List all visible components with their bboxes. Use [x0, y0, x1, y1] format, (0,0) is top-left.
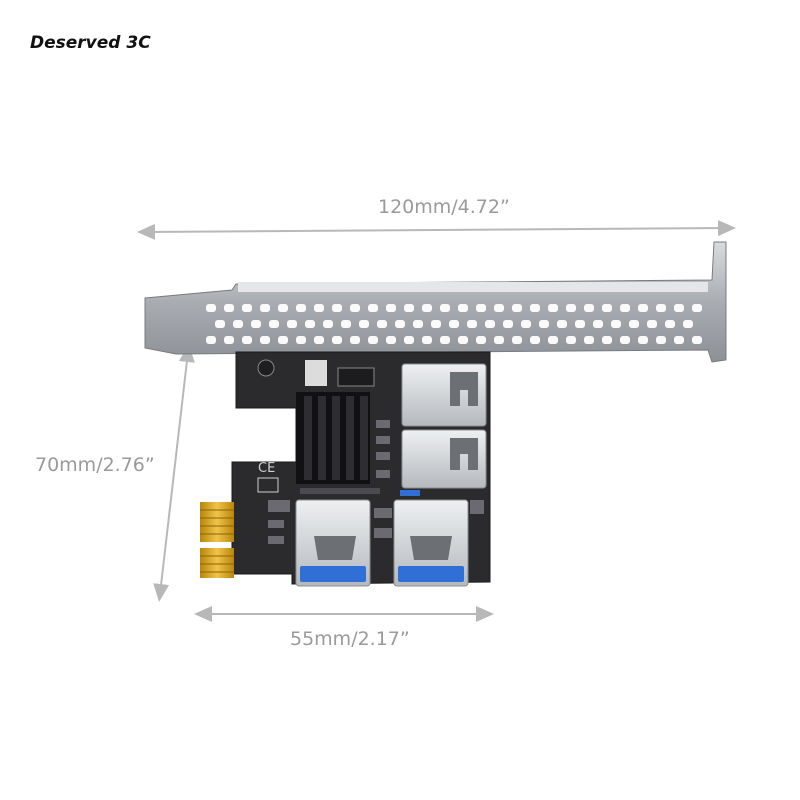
bracket-vent-hole	[422, 336, 432, 344]
bracket-vent-hole	[386, 304, 396, 312]
bracket-vent-hole	[593, 320, 603, 328]
bracket-vent-hole	[206, 304, 216, 312]
bracket-vent-hole	[575, 320, 585, 328]
usb-port-bottom-2	[393, 499, 469, 587]
bracket-vent-hole	[296, 336, 306, 344]
bracket-vent-hole	[584, 336, 594, 344]
brand-watermark: Deserved 3C	[30, 33, 151, 53]
bracket-vent-hole	[368, 304, 378, 312]
bracket-vent-hole	[584, 304, 594, 312]
bracket-vent-hole	[692, 304, 702, 312]
bracket-vent-hole	[458, 304, 468, 312]
width-dimension-label: 120mm/4.72”	[378, 196, 510, 218]
bracket-vent-hole	[674, 336, 684, 344]
bracket-vent-hole	[602, 336, 612, 344]
bracket-vent-hole	[314, 336, 324, 344]
bracket-vent-hole	[440, 336, 450, 344]
height-dimension-line	[153, 344, 195, 602]
bracket-vent-hole	[656, 336, 666, 344]
bracket-vent-hole	[476, 304, 486, 312]
bracket-vent-hole	[242, 304, 252, 312]
bracket-vent-hole	[305, 320, 315, 328]
bracket-vent-hole	[422, 304, 432, 312]
bracket-vent-hole	[449, 320, 459, 328]
usb-port-top-2	[400, 429, 487, 496]
bracket-vent-hole	[314, 304, 324, 312]
bracket-vent-hole	[566, 336, 576, 344]
bracket-vent-hole	[611, 320, 621, 328]
bracket-vent-hole	[521, 320, 531, 328]
bracket-vent-hole	[296, 304, 306, 312]
bracket-vent-hole	[278, 304, 288, 312]
bracket-vent-hole	[341, 320, 351, 328]
bracket-vent-hole	[557, 320, 567, 328]
bracket-vent-hole	[287, 320, 297, 328]
svg-text:CE: CE	[258, 461, 275, 476]
bracket-vent-hole	[629, 320, 639, 328]
bracket-vent-hole	[431, 320, 441, 328]
bracket-vent-hole	[548, 336, 558, 344]
bracket-vent-hole	[620, 304, 630, 312]
depth-dimension-label: 55mm/2.17”	[290, 628, 410, 650]
bracket-vent-hole	[656, 304, 666, 312]
bracket-vent-hole	[278, 336, 288, 344]
bracket-vent-hole	[638, 304, 648, 312]
bracket-vent-hole	[485, 320, 495, 328]
bracket-vent-hole	[638, 336, 648, 344]
bracket-vent-hole	[332, 336, 342, 344]
bracket-vent-hole	[692, 336, 702, 344]
bracket-vent-hole	[332, 304, 342, 312]
bracket-vent-hole	[224, 336, 234, 344]
bracket-vent-hole	[458, 336, 468, 344]
height-dimension-label: 70mm/2.76”	[35, 454, 155, 476]
bracket-vent-hole	[512, 304, 522, 312]
bracket-vent-hole	[224, 304, 234, 312]
usb-port-top-1	[401, 363, 487, 427]
bracket-vent-hole	[395, 320, 405, 328]
bracket-vent-hole	[350, 304, 360, 312]
bracket-vent-hole	[233, 320, 243, 328]
metal-bracket	[144, 241, 727, 363]
bracket-vent-hole	[683, 320, 693, 328]
bracket-vent-hole	[260, 304, 270, 312]
bracket-vent-hole	[647, 320, 657, 328]
bracket-vent-hole	[566, 304, 576, 312]
bracket-vent-hole	[206, 336, 216, 344]
bracket-vent-hole	[323, 320, 333, 328]
bracket-vent-hole	[251, 320, 261, 328]
width-dimension-line	[137, 220, 736, 240]
bracket-vent-hole	[674, 304, 684, 312]
bracket-vent-hole	[404, 336, 414, 344]
bracket-vent-hole	[368, 336, 378, 344]
usb-port-bottom-1	[295, 499, 371, 587]
bracket-vent-hole	[503, 320, 513, 328]
bracket-vent-hole	[548, 304, 558, 312]
bracket-vent-hole	[215, 320, 225, 328]
bracket-vent-hole	[539, 320, 549, 328]
bracket-vent-hole	[242, 336, 252, 344]
pcie-gold-connector	[200, 502, 234, 578]
bracket-vent-hole	[467, 320, 477, 328]
bracket-vent-hole	[620, 336, 630, 344]
bracket-vent-hole	[494, 304, 504, 312]
bracket-vent-hole	[413, 320, 423, 328]
bracket-vent-hole	[440, 304, 450, 312]
heatsink	[296, 392, 370, 484]
bracket-vent-hole	[512, 336, 522, 344]
bracket-vent-hole	[404, 304, 414, 312]
bracket-vent-hole	[386, 336, 396, 344]
bracket-vent-hole	[359, 320, 369, 328]
bracket-vent-hole	[530, 304, 540, 312]
bracket-vent-hole	[665, 320, 675, 328]
bracket-vent-hole	[602, 304, 612, 312]
bracket-vent-hole	[377, 320, 387, 328]
bracket-vent-hole	[350, 336, 360, 344]
bracket-vent-hole	[260, 336, 270, 344]
bracket-vent-hole	[530, 336, 540, 344]
bracket-vent-hole	[494, 336, 504, 344]
bracket-vent-hole	[476, 336, 486, 344]
bracket-vent-hole	[269, 320, 279, 328]
